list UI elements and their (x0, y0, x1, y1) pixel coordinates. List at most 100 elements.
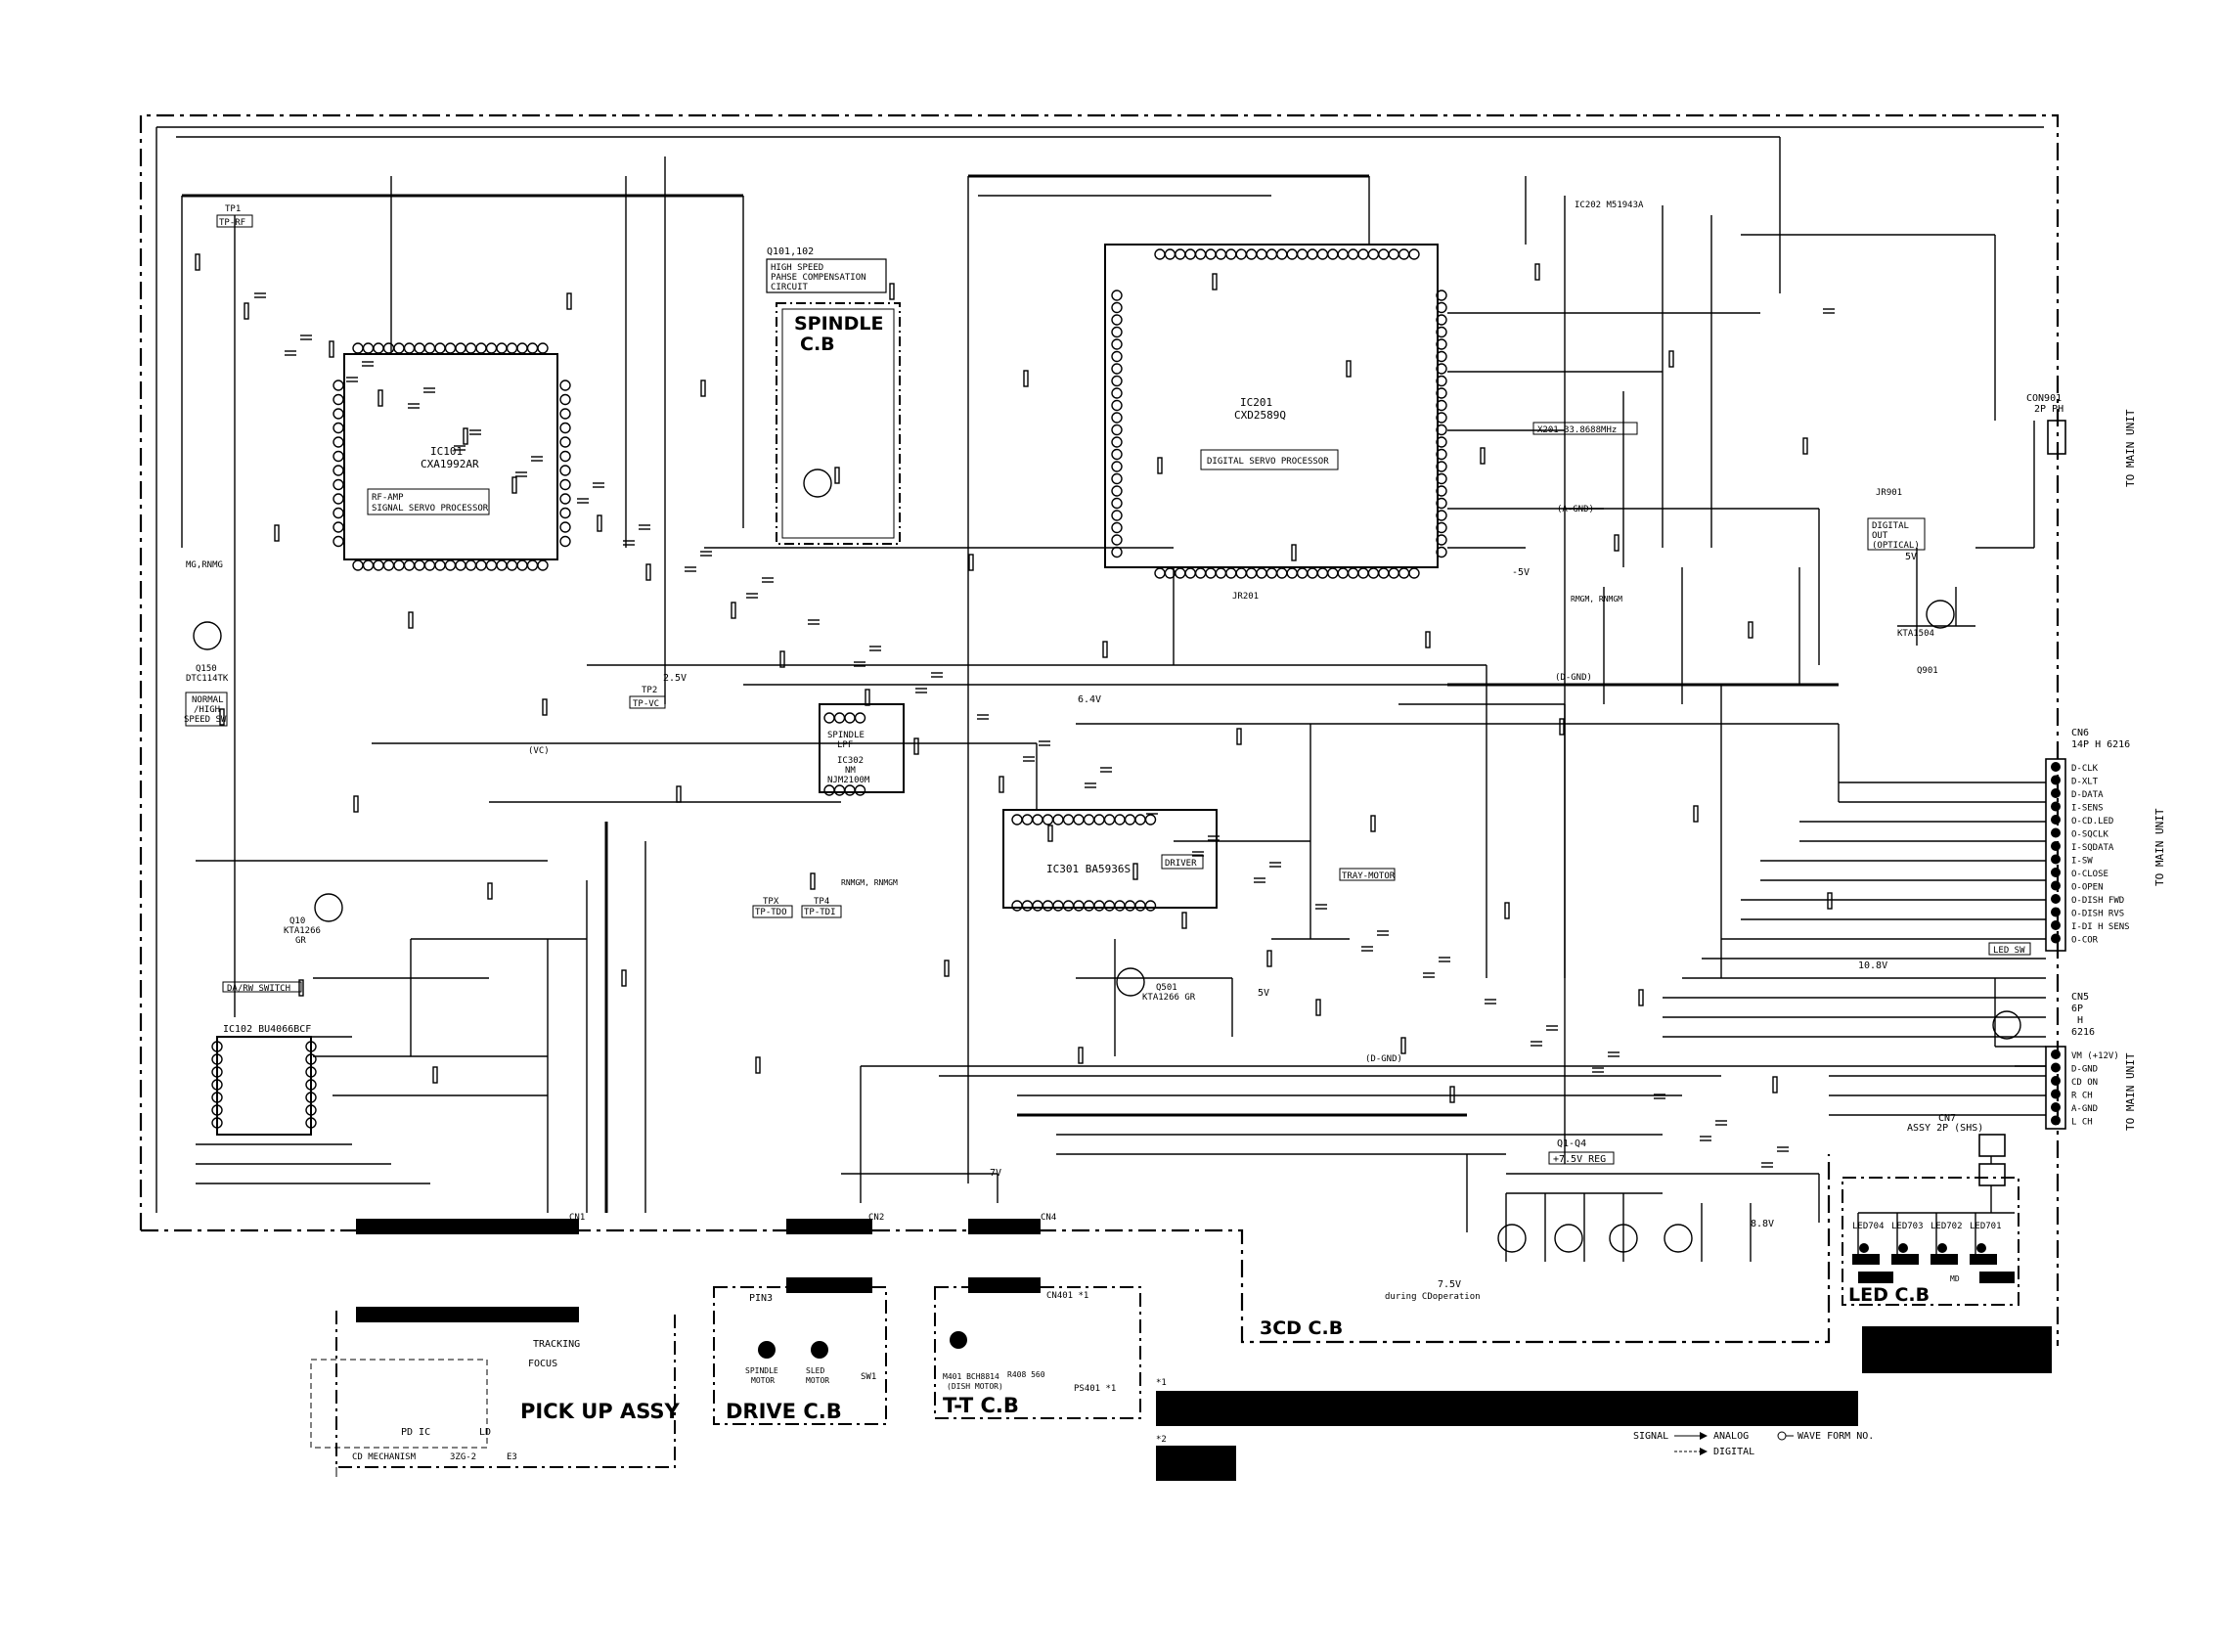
bom1-cell (1749, 1414, 1805, 1426)
resistor-symbol (1346, 360, 1352, 378)
led-table-part: SLH-56DCT31 (RMGM) (1936, 1328, 2021, 1337)
ic201-pin (1296, 567, 1309, 579)
transistor-symbol (1926, 600, 1955, 629)
ic201-ref: IC201 (1240, 396, 1272, 409)
legend-signal: SIGNAL (1633, 1431, 1668, 1442)
led-ref: LED702 (1931, 1222, 1963, 1231)
transistor-symbol (1497, 1224, 1527, 1253)
bom1-cell (1156, 1403, 1226, 1414)
resistor-symbol (1102, 641, 1108, 658)
resistor-symbol (1181, 912, 1187, 929)
motor-label: SPINDLE (745, 1366, 778, 1375)
cn1-mate-pin (496, 1309, 508, 1320)
ic201-pin (1316, 248, 1329, 260)
resistor-symbol (1291, 544, 1297, 561)
ic201-pin (1337, 248, 1349, 260)
ic302-e: NJM2100M (827, 776, 870, 785)
bom1-text: 4P (1583, 1405, 1593, 1413)
cn1-strip-pin (414, 1221, 425, 1232)
transistor-symbol (1992, 1010, 2021, 1040)
hs-line2: PAHSE COMPENSATION (771, 273, 866, 283)
cn5-sub1: 6P (2071, 1004, 2083, 1014)
ic201-pin (1286, 567, 1298, 579)
cn6-pin-label: O-CLOSE (2071, 870, 2108, 879)
cn1-mate-pin (523, 1309, 535, 1320)
led-color-box (1931, 1254, 1958, 1265)
ic301-pin (1114, 900, 1126, 912)
bom1-cell (1324, 1403, 1371, 1414)
resistor-symbol (1614, 534, 1620, 552)
ic201-pin (1111, 534, 1123, 546)
hs-line3: CIRCUIT (771, 283, 809, 292)
cn2-strip-pin (789, 1221, 801, 1232)
ic201-pin (1111, 338, 1123, 350)
bom2-cell (1189, 1457, 1236, 1469)
label-dgnd2: (D-GND) (1365, 1054, 1402, 1064)
resistor-symbol (645, 563, 651, 581)
bom1-text: GP1S53V (1808, 1405, 1842, 1413)
q101-label: Q101,102 (767, 246, 814, 257)
motor-label: SLED (806, 1366, 824, 1375)
bom1-cell (1502, 1403, 1541, 1414)
cn1-strip-pin (386, 1221, 398, 1232)
ic302-pin (833, 784, 846, 796)
bom1-text: C205 (1619, 1393, 1637, 1402)
ic101-pin (559, 507, 571, 519)
outer-frame (139, 113, 2060, 1346)
cn7-label: CN7 (1938, 1113, 1956, 1124)
resistor-symbol (700, 380, 706, 397)
resistor-symbol (731, 602, 736, 619)
ic101-pin (382, 342, 395, 354)
cn6-pin (2051, 775, 2061, 785)
cn901-connector (2047, 420, 2066, 455)
resistor-symbol (487, 882, 493, 900)
tp4: TP4 (814, 897, 829, 907)
jw702: JW702 (1862, 1274, 1886, 1283)
v-neg5: -5V (1512, 567, 1530, 578)
ic101-pin (333, 521, 344, 533)
ic301-label: IC301 BA5936S (1046, 863, 1131, 875)
resistor-symbol (511, 476, 517, 494)
normal2: /HIGH (194, 705, 220, 715)
resistor-symbol (298, 979, 304, 997)
spindle-cb-title: SPINDLE (794, 313, 883, 335)
bom1-cell (1156, 1391, 1226, 1403)
ic101-pin (496, 342, 508, 354)
v-8-8: 8.8V (1751, 1219, 1774, 1229)
resistor-symbol (195, 253, 200, 271)
ic101-pin (455, 342, 466, 354)
cn4-mate-pin (985, 1279, 997, 1291)
q501-part: KTA1266 GR (1142, 993, 1196, 1003)
ic101-pin (362, 559, 375, 571)
ic201-pin (1225, 567, 1237, 579)
ic201-pin (1307, 248, 1318, 260)
ic302-b: LPF (837, 740, 853, 750)
led-table-cell (1932, 1350, 2052, 1362)
motor-label: M401 BCH8814 (943, 1372, 999, 1381)
bom1-cell (1655, 1391, 1709, 1403)
cn5-sub3: 6216 (2071, 1027, 2095, 1038)
ic101-pin (496, 559, 508, 571)
to-main-1: TO MAIN UNIT (2124, 409, 2137, 487)
ic201-pin (1111, 521, 1123, 534)
resistor-symbol (566, 292, 572, 310)
cn5-pin-label: L CH (2071, 1118, 2093, 1128)
cn6-pin-label: I-SQDATA (2071, 843, 2114, 853)
cn1-strip-pin (510, 1221, 521, 1232)
bom2-text: MGM (1159, 1471, 1174, 1480)
bom1-cell (1226, 1414, 1324, 1426)
ic201-pin (1265, 567, 1278, 579)
ic101-pin (333, 535, 344, 548)
cn4-mate-pin (1012, 1279, 1024, 1291)
ic101-pin (373, 559, 384, 571)
ic201-pin (1111, 314, 1123, 326)
cn7-connector (1978, 1134, 2006, 1157)
resistor-symbol (865, 689, 870, 706)
resistor-symbol (597, 514, 602, 532)
ic301-pin (1093, 814, 1105, 826)
bom1-cell (1805, 1403, 1858, 1414)
led-table-cell (1862, 1362, 1932, 1373)
led-table-ref: LED701, 704 (1866, 1328, 1918, 1337)
bom1-text: 0.1 (1712, 1416, 1727, 1425)
